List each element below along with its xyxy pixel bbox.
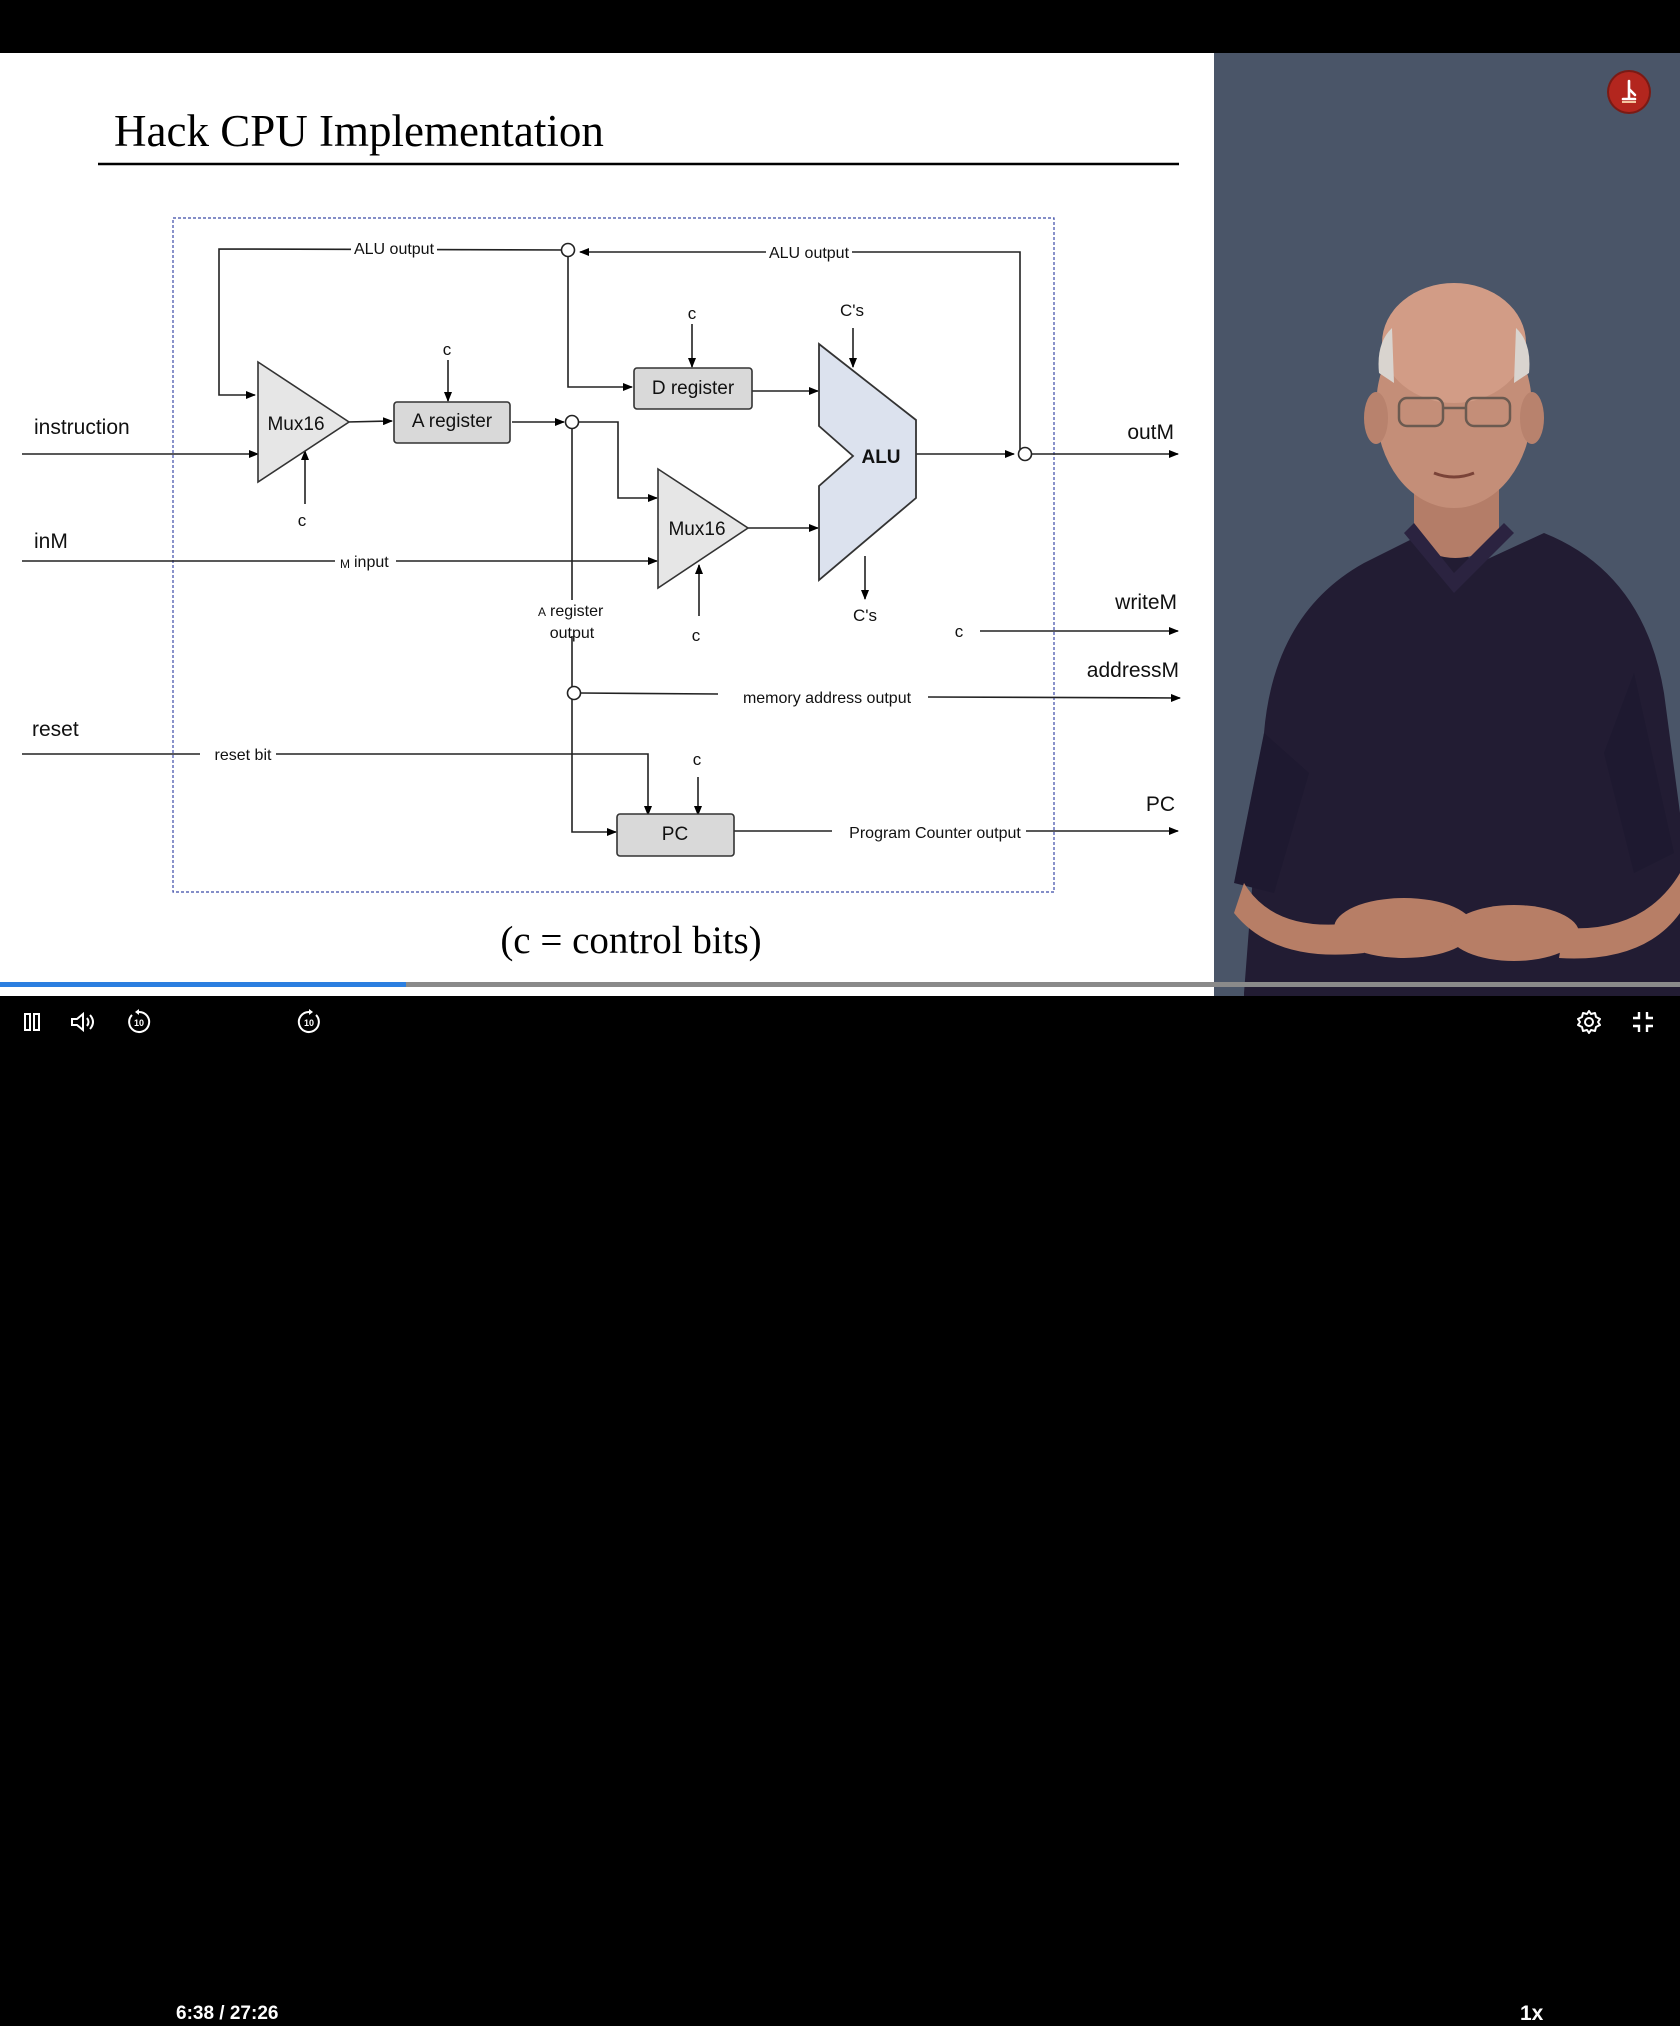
mux16-a <box>257 360 351 484</box>
progress-fill <box>0 982 407 987</box>
d-register <box>633 367 753 410</box>
alu-output-label-right: ALU output <box>769 245 850 262</box>
output-addressM-label: addressM <box>1087 659 1179 682</box>
control-c-writeM: c <box>955 622 964 641</box>
slide-caption: (c = control bits) <box>500 919 761 962</box>
exit-fullscreen-icon[interactable] <box>1628 1007 1658 1037</box>
input-reset-label: reset <box>32 718 79 741</box>
cpu-diagram: Hack CPU Implementation <box>22 106 1181 962</box>
forward-10-icon[interactable]: 10 <box>294 1007 324 1037</box>
output-pc-label: PC <box>1146 793 1175 816</box>
a-reg-out-small-label: A <box>538 605 546 619</box>
playback-speed-button[interactable]: 1x <box>1520 2002 1544 2025</box>
svg-text:10: 10 <box>304 1018 314 1028</box>
mux16-a-label: Mux16 <box>267 414 324 435</box>
mux16-b-label: Mux16 <box>668 519 725 540</box>
control-c-mux-a: c <box>298 511 307 530</box>
a-reg-out-label-2: output <box>550 625 595 642</box>
course-logo-icon <box>1609 72 1649 112</box>
input-inM-label: inM <box>34 530 68 553</box>
mux16-b <box>657 467 750 590</box>
control-c-a-register: c <box>443 340 452 359</box>
gear-icon[interactable] <box>1574 1007 1604 1037</box>
presenter-image <box>1234 283 1680 996</box>
d-register-label: D register <box>652 378 735 399</box>
pause-icon[interactable] <box>18 1008 46 1036</box>
slide: Hack CPU Implementation <box>0 53 1214 996</box>
control-c-pc: c <box>693 750 702 769</box>
control-c-mux-b: c <box>692 626 701 645</box>
pc-register-label: PC <box>662 824 688 845</box>
a-register-label: A register <box>412 411 493 432</box>
a-reg-out-label-1: register <box>550 603 604 620</box>
volume-icon[interactable] <box>68 1008 98 1036</box>
input-instruction-label: instruction <box>34 416 130 439</box>
presenter-panel <box>1214 53 1680 996</box>
program-counter-output-label: Program Counter output <box>849 825 1021 842</box>
output-writeM-label: writeM <box>1114 591 1177 614</box>
memory-address-output-label: memory address output <box>743 690 912 707</box>
alu-output-label-left: ALU output <box>354 241 435 258</box>
pc-register <box>616 813 735 857</box>
reset-bit-label: reset bit <box>215 747 272 764</box>
svg-text:10: 10 <box>134 1018 144 1028</box>
alu <box>818 342 917 582</box>
m-input-small-label: M <box>340 557 350 571</box>
control-cs-alu-top: C's <box>840 301 864 320</box>
progress-bar[interactable] <box>0 982 1680 987</box>
slide-title: Hack CPU Implementation <box>114 106 604 156</box>
time-display: 6:38 / 27:26 <box>176 2003 279 2024</box>
video-top-letterbox <box>0 0 1680 53</box>
rewind-10-icon[interactable]: 10 <box>124 1007 154 1037</box>
output-outM-label: outM <box>1127 421 1174 444</box>
player-controls: 10 6:38 / 27:26 10 1x <box>0 996 1680 2025</box>
m-input-label: input <box>354 554 389 571</box>
a-register <box>393 401 511 444</box>
control-cs-alu-bottom: C's <box>853 606 877 625</box>
control-c-d-register: c <box>688 304 697 323</box>
alu-label: ALU <box>861 447 900 468</box>
